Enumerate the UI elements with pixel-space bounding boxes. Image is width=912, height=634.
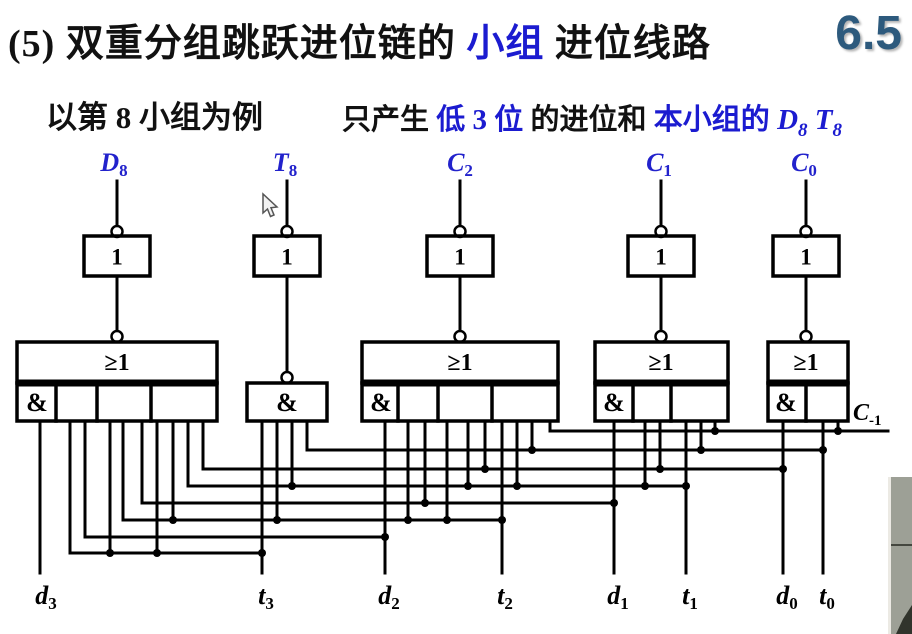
signal-label-C0: C0 xyxy=(791,148,817,180)
title-highlight: 小组 xyxy=(466,23,545,65)
not-gate-label: 1 xyxy=(281,244,293,270)
mouse-cursor-icon xyxy=(262,192,279,218)
not-gate-label: 1 xyxy=(454,244,466,270)
subtitle-T8: T8 xyxy=(814,104,842,141)
or-and-gate-C1 xyxy=(593,340,730,423)
signal-label-t0: t0 xyxy=(819,581,835,613)
signal-label-d3: d3 xyxy=(35,581,57,613)
subtitle-note: 只产生 低 3 位 的进位和 本小组的 D8 T8 xyxy=(342,96,842,142)
output-chain-C0 xyxy=(771,179,841,344)
signal-label-T8: T8 xyxy=(272,148,298,180)
signal-label-t2: t2 xyxy=(497,581,513,613)
not-gate-label: 1 xyxy=(800,244,812,270)
or-gate-label: ≥1 xyxy=(447,350,473,376)
side-window-fragment xyxy=(888,477,912,634)
and-gate-label: & xyxy=(370,388,392,417)
and-gate-T8 xyxy=(245,381,329,423)
signal-label-d0: d0 xyxy=(776,581,798,613)
signal-label-t1: t1 xyxy=(682,581,698,613)
page-number: 6.5 xyxy=(835,7,902,60)
subtitle-low-bits: 低 3 位 xyxy=(436,104,524,136)
subtitle-example: 以第 8 小组为例 xyxy=(46,100,263,135)
or-and-gate-C2 xyxy=(360,340,560,423)
or-gate-label: ≥1 xyxy=(793,350,819,376)
signal-label-carry-in: C-1 xyxy=(853,400,882,429)
or-gate-label: ≥1 xyxy=(648,350,674,376)
or-and-gate-D8 xyxy=(15,340,219,423)
and-gate-label: & xyxy=(775,388,797,417)
title-prefix: (5) xyxy=(8,23,56,65)
output-chain-C1 xyxy=(626,179,696,344)
signal-label-D8: D8 xyxy=(100,148,128,180)
signal-label-d2: d2 xyxy=(378,581,400,613)
output-chain-C2 xyxy=(425,179,495,344)
signal-label-C1: C1 xyxy=(646,148,672,180)
and-gate-label: & xyxy=(276,388,298,417)
output-chain-T8 xyxy=(252,179,322,385)
subtitle-middle: 的进位和 xyxy=(523,104,654,136)
not-gate-label: 1 xyxy=(655,244,667,270)
signal-buses xyxy=(68,429,890,555)
not-gate-label: 1 xyxy=(111,244,123,270)
and-gate-box xyxy=(245,381,329,423)
subtitle-group-of: 本小组的 xyxy=(653,104,778,136)
signal-label-C2: C2 xyxy=(447,148,473,180)
or-and-gate-C0 xyxy=(766,340,850,423)
and-gate-label: & xyxy=(603,388,625,417)
output-chain-D8 xyxy=(82,179,152,344)
title-part1: 双重分组跳跃进位链的 xyxy=(55,23,467,65)
and-gate-label: & xyxy=(26,388,48,417)
title-part2: 进位线路 xyxy=(544,23,711,65)
or-gate-label: ≥1 xyxy=(104,350,130,376)
slide-title: (5) 双重分组跳跃进位链的 小组 进位线路 xyxy=(8,12,711,67)
subtitle-produce: 只产生 xyxy=(342,104,437,136)
junction-dots xyxy=(106,427,842,557)
signal-label-d1: d1 xyxy=(607,581,629,613)
subtitle-D8: D8 xyxy=(777,104,808,141)
signal-label-t3: t3 xyxy=(258,581,274,613)
